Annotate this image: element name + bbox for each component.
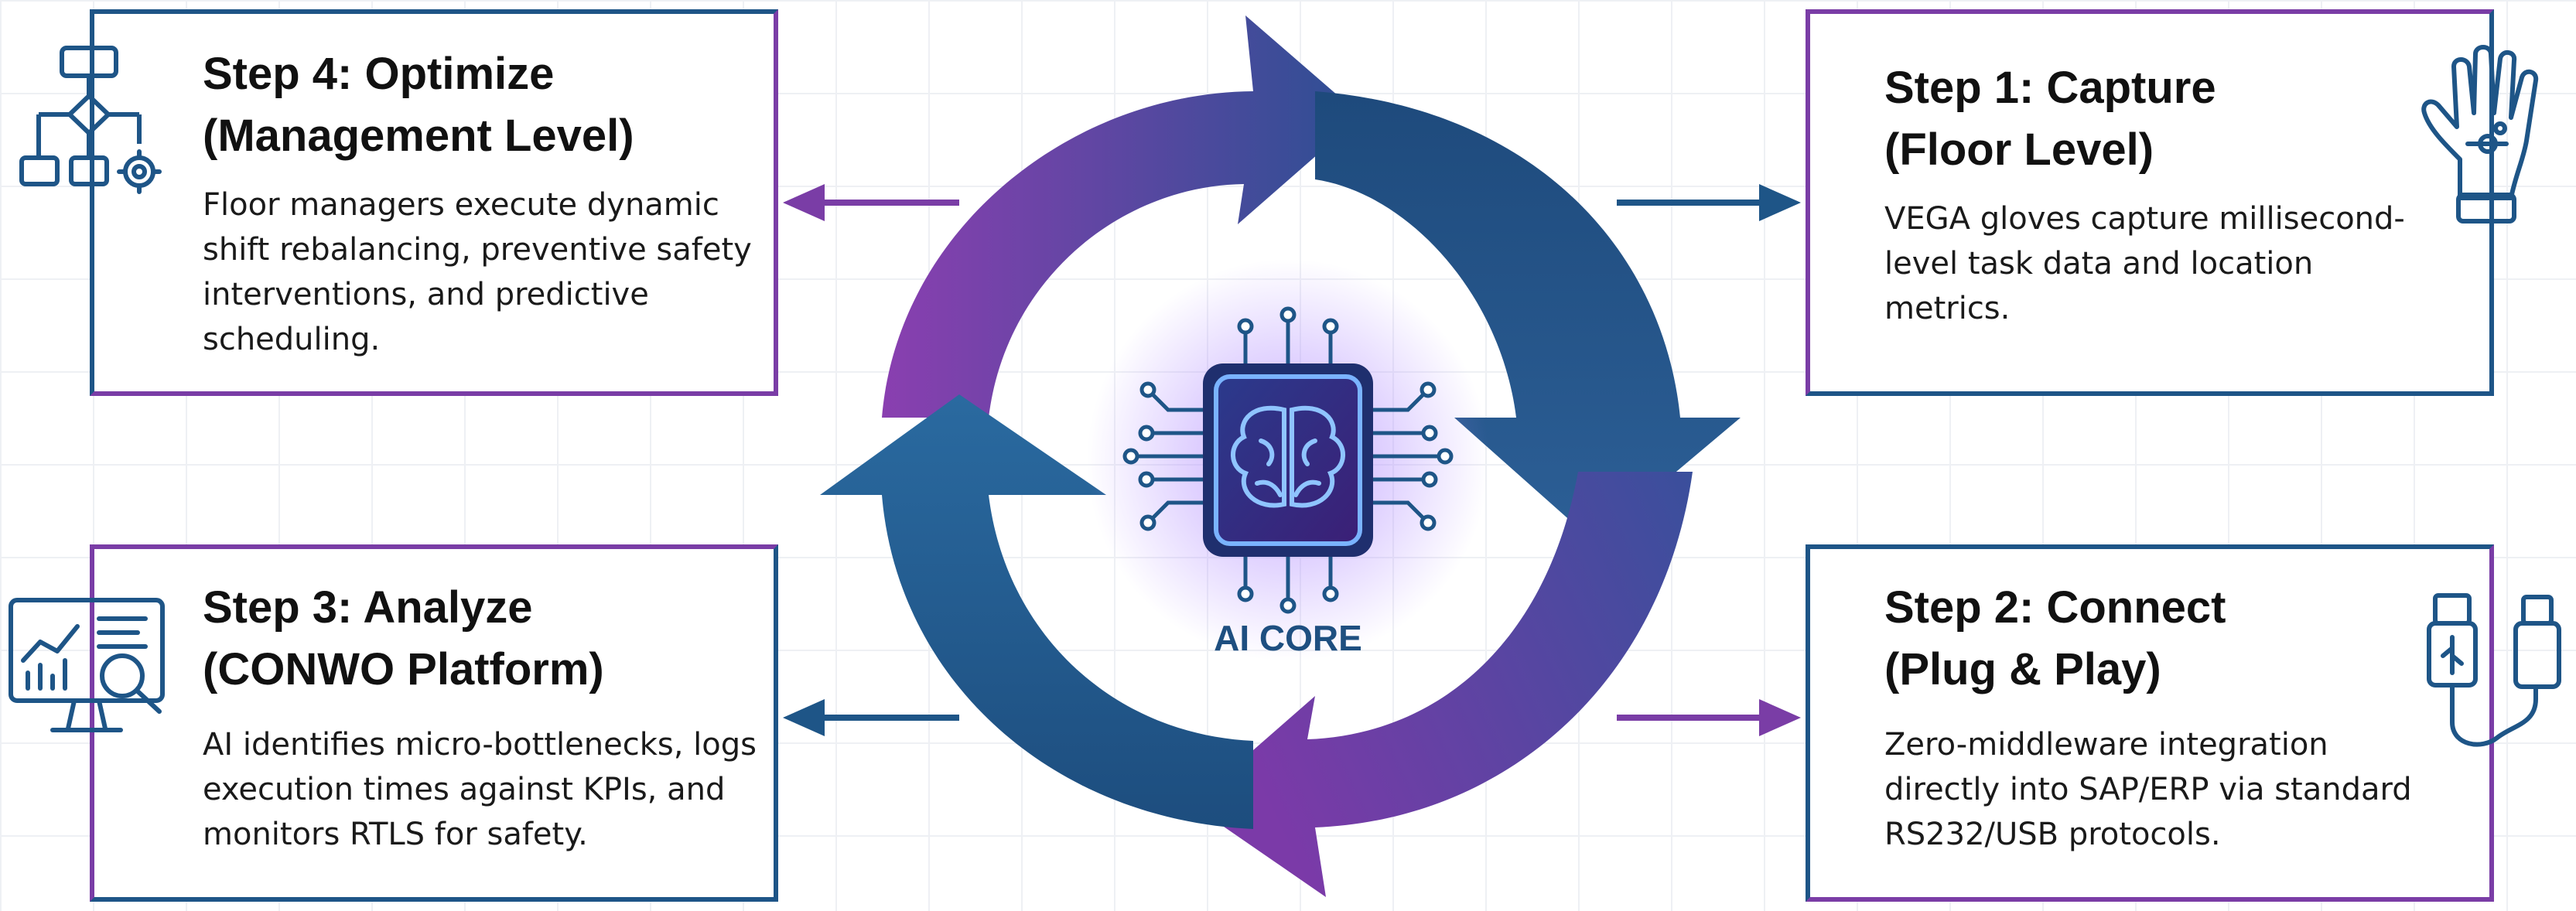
cycle-arrow-bottom [1191, 472, 1693, 897]
step-optimize-title-line1: Step 4: Optimize [203, 49, 555, 99]
connector-arrow-left-top [783, 184, 959, 221]
step-connect-body: Zero-middleware integration directly int… [1884, 727, 2412, 852]
connector-arrow-left-bottom [783, 699, 959, 736]
connector-arrow-right-bottom [1617, 699, 1801, 736]
cycle-arrow-right [1315, 91, 1741, 541]
step-analyze-title-line2: (CONWO Platform) [203, 644, 604, 694]
step-capture-title-line2: (Floor Level) [1884, 125, 2154, 175]
step-optimize-card: Step 4: Optimize (Management Level) Floo… [90, 9, 778, 396]
cycle-arrow-left [820, 394, 1253, 829]
step-capture-card: Step 1: Capture (Floor Level) VEGA glove… [1806, 9, 2494, 396]
step-connect-title-line2: (Plug & Play) [1884, 644, 2161, 694]
flowchart-gear-icon [19, 46, 162, 194]
brain-chip-icon [1203, 363, 1373, 557]
step-analyze-title: Step 3: Analyze (CONWO Platform) [203, 577, 604, 701]
step-optimize-body: Floor managers execute dynamic shift reb… [203, 187, 752, 357]
step-analyze-body: AI identifies micro-bottlenecks, logs ex… [203, 727, 757, 852]
step-capture-title: Step 1: Capture (Floor Level) [1884, 57, 2216, 181]
step-connect-card: Step 2: Connect (Plug & Play) Zero-middl… [1806, 544, 2494, 902]
step-analyze-title-line1: Step 3: Analyze [203, 582, 533, 633]
connector-arrow-right-top [1617, 184, 1801, 221]
usb-cable-icon [2427, 593, 2561, 747]
analytics-monitor-icon [9, 598, 165, 732]
step-connect-title-line1: Step 2: Connect [1884, 582, 2226, 633]
ai-core-label: AI CORE [1214, 618, 1362, 658]
step-capture-title-line1: Step 1: Capture [1884, 63, 2216, 113]
step-analyze-card: Step 3: Analyze (CONWO Platform) AI iden… [90, 544, 778, 902]
step-optimize-title-line2: (Management Level) [203, 111, 634, 161]
step-capture-body: VEGA gloves capture millisecond-level ta… [1884, 201, 2405, 326]
cycle-arrow-top [882, 15, 1361, 418]
smart-glove-icon [2421, 45, 2539, 223]
circuit-traces [1122, 306, 1454, 614]
step-optimize-title: Step 4: Optimize (Management Level) [203, 43, 634, 167]
step-connect-title: Step 2: Connect (Plug & Play) [1884, 577, 2226, 701]
